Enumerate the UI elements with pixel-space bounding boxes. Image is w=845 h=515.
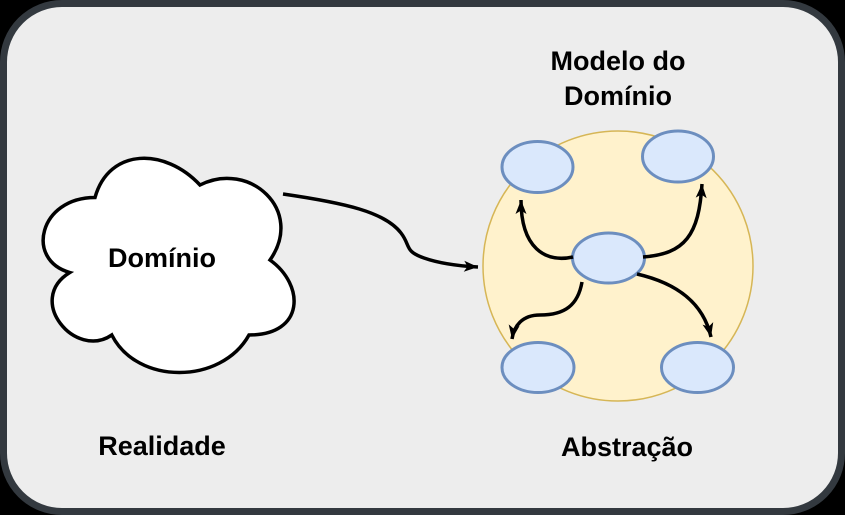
model-node-bottom-right [660, 341, 735, 394]
edge-center-to-bottom-right [636, 272, 714, 338]
abstraction-label: Abstração [560, 432, 694, 462]
model-title: Modelo do Domínio [498, 44, 738, 114]
model-node-bottom-left [500, 341, 576, 394]
reality-label: Realidade [98, 431, 226, 461]
model-title-line2: Domínio [564, 81, 672, 111]
edge-center-to-top-left [515, 199, 574, 260]
edge-center-to-bottom-left [508, 281, 584, 340]
model-node-center [571, 231, 646, 285]
model-node-top-left [500, 140, 575, 194]
mapping-arrow [282, 192, 479, 272]
model-title-line1: Modelo do [550, 46, 686, 76]
domain-cloud [41, 156, 296, 375]
edge-center-to-top-right [642, 183, 707, 259]
model-node-top-right [641, 129, 715, 184]
cloud-label: Domínio [108, 243, 216, 273]
